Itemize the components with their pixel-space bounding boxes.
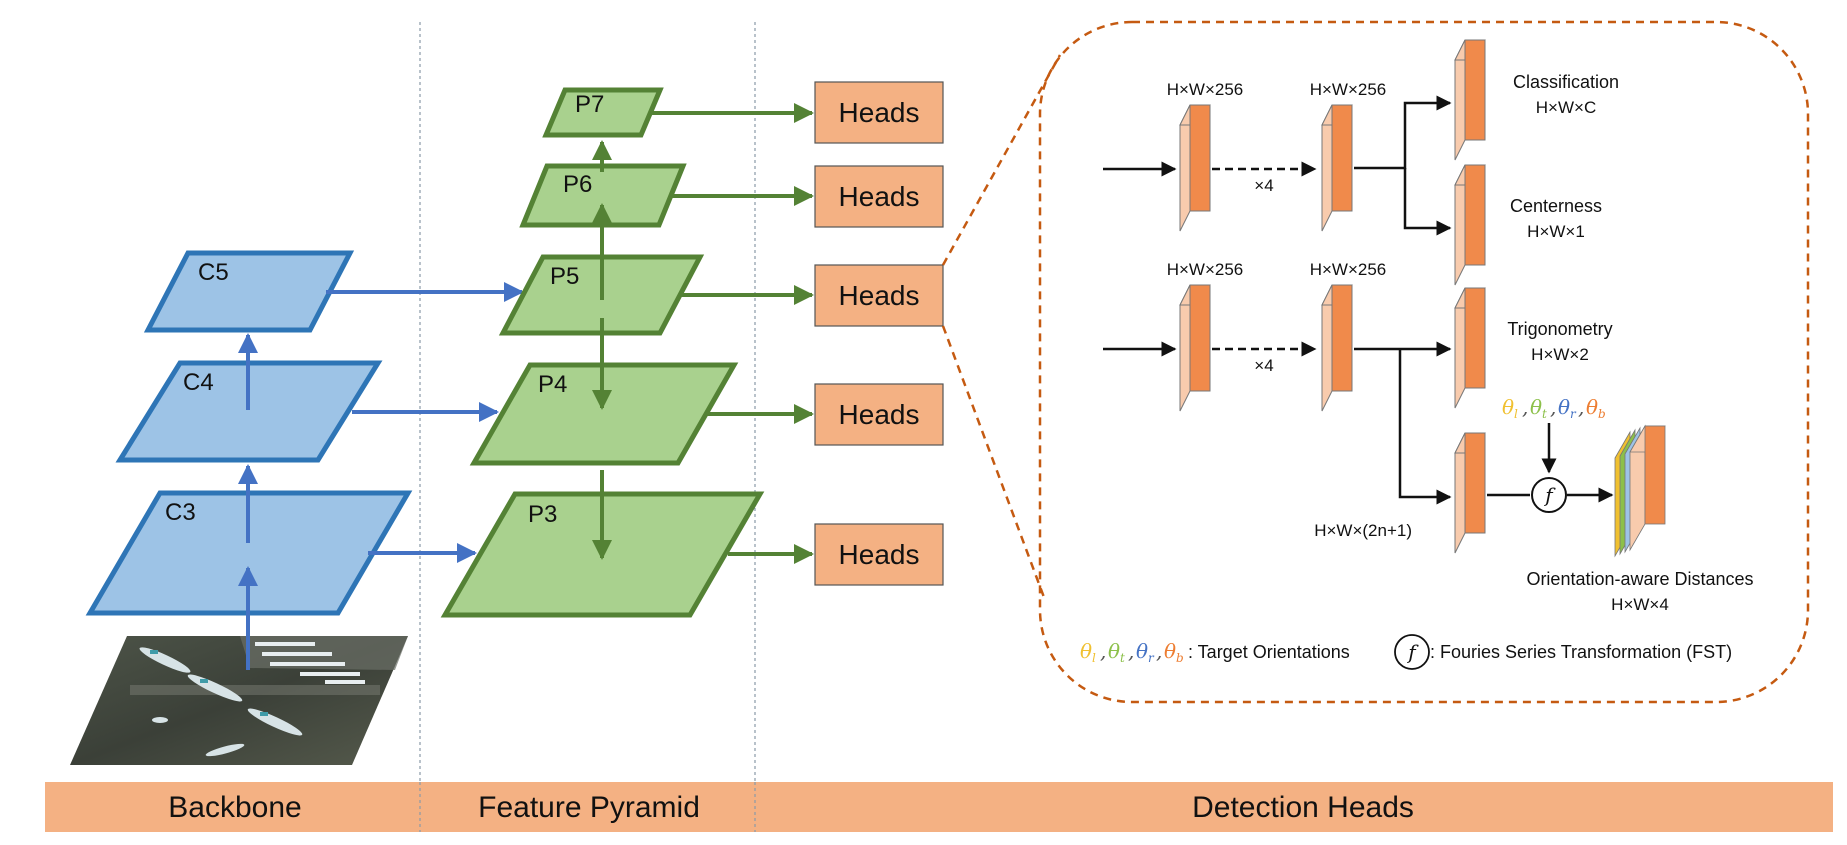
pyramid-level-p4: P4 [469, 362, 739, 466]
legend-fst-text: : Fouries Series Transformation (FST) [1430, 642, 1732, 662]
backbone-level-c3: C3 [85, 490, 413, 616]
zoom-connectors [941, 54, 1062, 601]
fourier-shape: H×W×(2n+1) [1314, 521, 1412, 540]
svg-text:θb: θb [1586, 395, 1606, 421]
p7-label: P7 [575, 91, 604, 118]
distance-maps-stack [1614, 424, 1666, 558]
classification-output-block [1454, 39, 1486, 161]
distances-label: Orientation-aware Distances [1526, 569, 1753, 589]
svg-text:θb: θb [1164, 639, 1184, 665]
c4-label: C4 [183, 369, 214, 396]
pyramid-to-heads-arrows [650, 103, 814, 564]
aerial-input-image [70, 636, 408, 765]
p3-label: P3 [528, 501, 557, 528]
heads-label: Heads [839, 97, 920, 128]
classification-shape: H×W×C [1536, 98, 1596, 117]
heads-label: Heads [839, 181, 920, 212]
trigonometry-shape: H×W×2 [1531, 345, 1589, 364]
heads-label: Heads [839, 280, 920, 311]
svg-text:θr: θr [1558, 395, 1577, 421]
centerness-shape: H×W×1 [1527, 222, 1585, 241]
svg-text:θt: θt [1108, 639, 1125, 665]
section-band [45, 782, 1833, 832]
backbone-level-c4: C4 [115, 360, 383, 463]
branch-classification: H×W×256 H×W×256 ×4 Classification H×W×C [1103, 39, 1619, 286]
legend-orientation-symbols: θl , θt , θr , θb [1080, 639, 1184, 665]
svg-text:,: , [1100, 639, 1106, 663]
heads-box-p7: Heads [814, 81, 944, 144]
svg-text:θl: θl [1502, 395, 1518, 421]
pyramid-level-p7: P7 [542, 87, 664, 138]
c5-label: C5 [198, 259, 229, 286]
section-label-feature-pyramid: Feature Pyramid [478, 791, 700, 824]
branch1-output-shape: H×W×256 [1310, 80, 1387, 99]
heads-box-p5: Heads [814, 264, 944, 327]
branch2-repeat: ×4 [1254, 356, 1273, 375]
detail-legend: θl , θt , θr , θb : Target Orientations … [1080, 634, 1732, 670]
fourier-coefficient-block [1454, 432, 1486, 554]
svg-text:,: , [1550, 395, 1556, 419]
heads-box-p4: Heads [814, 383, 944, 446]
svg-text:,: , [1128, 639, 1134, 663]
trigonometry-output-block [1454, 287, 1486, 409]
classification-label: Classification [1513, 72, 1619, 92]
feature-block [1321, 284, 1353, 412]
heads-box-p3: Heads [814, 523, 944, 586]
section-label-detection-heads: Detection Heads [1192, 791, 1414, 824]
centerness-label: Centerness [1510, 196, 1602, 216]
branch2-input-shape: H×W×256 [1167, 260, 1244, 279]
distances-shape: H×W×4 [1611, 595, 1669, 614]
fst-operator: f [1531, 477, 1567, 513]
legend-fst-symbol [1394, 634, 1430, 670]
heads-label: Heads [839, 399, 920, 430]
branch-regression: H×W×256 H×W×256 ×4 Trigonometry H×W×2 [1103, 260, 1754, 614]
svg-text:,: , [1578, 395, 1584, 419]
lateral-connection-arrows [326, 282, 524, 563]
p5-label: P5 [550, 263, 579, 290]
svg-text:θr: θr [1136, 639, 1155, 665]
head-detail-panel [1038, 20, 1810, 704]
centerness-output-block [1454, 164, 1486, 286]
p6-label: P6 [563, 171, 592, 198]
c3-label: C3 [165, 499, 196, 526]
feature-block [1179, 104, 1211, 232]
trigonometry-label: Trigonometry [1507, 319, 1612, 339]
svg-text:,: , [1156, 639, 1162, 663]
target-orientation-symbols: θl , θt , θr , θb [1502, 395, 1606, 421]
svg-text:θt: θt [1530, 395, 1547, 421]
branch1-input-shape: H×W×256 [1167, 80, 1244, 99]
feature-block [1179, 284, 1211, 412]
branch1-repeat: ×4 [1254, 176, 1273, 195]
feature-block [1321, 104, 1353, 232]
heads-label: Heads [839, 539, 920, 570]
legend-orientations-text: : Target Orientations [1188, 642, 1350, 662]
heads-box-p6: Heads [814, 165, 944, 228]
backbone-level-c5: C5 [143, 250, 355, 333]
svg-text:θl: θl [1080, 639, 1096, 665]
p4-label: P4 [538, 371, 567, 398]
pyramid-level-p6: P6 [519, 163, 687, 228]
section-label-backbone: Backbone [168, 791, 301, 824]
branch2-output-shape: H×W×256 [1310, 260, 1387, 279]
svg-text:,: , [1522, 395, 1528, 419]
